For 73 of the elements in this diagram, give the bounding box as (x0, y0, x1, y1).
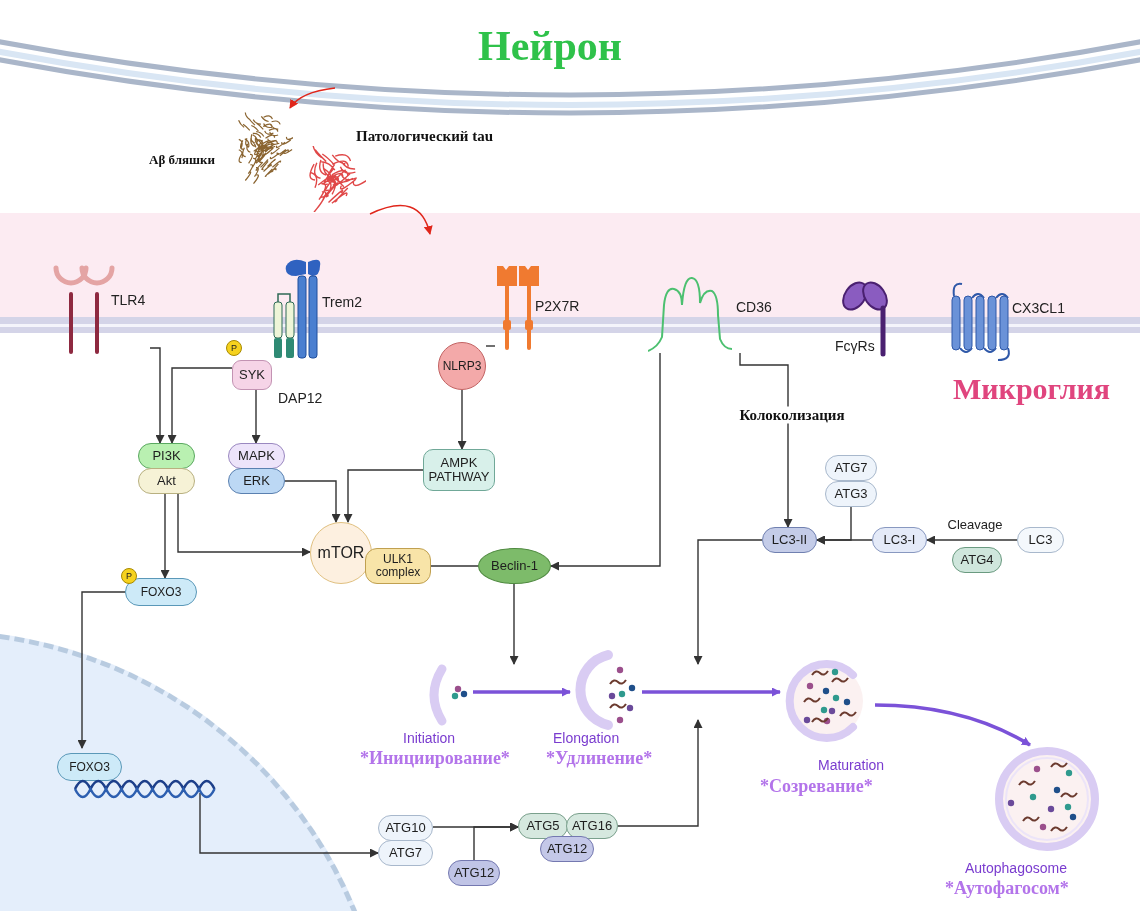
protein-circle: Beclin-1 (478, 548, 551, 584)
protein-pill: ATG3 (825, 481, 877, 507)
arrow (160, 493, 170, 579)
protein-pill: LC3-I (872, 527, 927, 553)
protein-pill: SYK (232, 360, 272, 390)
connector-line (485, 345, 496, 347)
receptor-label: CX3CL1 (1012, 300, 1065, 316)
protein-circle: NLRP3 (438, 342, 486, 390)
stage-caption: *Аутофагосом* (945, 878, 1069, 899)
arrow (251, 389, 261, 444)
receptor-label: P2X7R (535, 298, 580, 314)
receptor-label: Trem2 (322, 294, 362, 310)
arrow (473, 822, 519, 861)
arrow (284, 480, 341, 523)
stage-caption: *Удлинение* (546, 748, 653, 769)
arrow (816, 535, 873, 545)
protein-pill: ATG12 (448, 860, 500, 886)
arrow (77, 591, 126, 749)
receptor-label: FcγRs (835, 338, 875, 354)
arrow (642, 687, 781, 697)
arrow (343, 469, 424, 523)
protein-pill: ULK1 complex (365, 548, 431, 584)
region-title: Нейрон (478, 22, 623, 70)
dna-helix-icon (75, 780, 215, 798)
protein-pill: ATG7 (825, 455, 877, 481)
protein-pill: FOXO3 (125, 578, 197, 606)
protein-pill: ATG4 (952, 547, 1002, 573)
arrow (874, 703, 1031, 747)
protein-pill: ATG5 (518, 813, 568, 839)
protein-label: DAP12 (278, 390, 323, 406)
stage-label: Autophagosome (965, 860, 1067, 876)
protein-pill: ATG12 (540, 836, 594, 862)
arrow (617, 719, 703, 827)
phospho-badge: P (121, 568, 137, 584)
arrow (199, 792, 379, 858)
autophagosome-drawing (993, 745, 1101, 853)
phospho-badge: P (226, 340, 242, 356)
arrow (177, 493, 311, 557)
protein-pill: AMPK PATHWAY (423, 449, 495, 491)
protein-pill: ATG7 (378, 840, 433, 866)
arrow (739, 352, 793, 528)
connector-line (430, 565, 479, 567)
stage-label: Maturation (818, 757, 885, 773)
protein-circle: mTOR (310, 522, 372, 584)
structure-label: Патологический tau (356, 128, 494, 145)
receptor-label: CD36 (736, 299, 772, 315)
arrow (289, 87, 336, 109)
arrow (457, 389, 467, 450)
arrow (926, 535, 1018, 545)
stage-label: Initiation (403, 730, 456, 746)
protein-pill: ERK (228, 468, 285, 494)
stage-caption: *Инициирование* (360, 748, 510, 769)
protein-pill: Akt (138, 468, 195, 494)
protein-pill: ATG16 (566, 813, 618, 839)
protein-pill: PI3K (138, 443, 195, 469)
edge-label: Колоколизация (736, 406, 848, 424)
protein-pill: LC3 (1017, 527, 1064, 553)
stage-caption: *Созревание* (760, 776, 873, 797)
arrow (167, 367, 233, 444)
structure-label: Aβ бляшки (149, 152, 215, 168)
region-title: Микроглия (953, 372, 1111, 406)
arrow (473, 687, 571, 697)
arrow (693, 539, 763, 665)
protein-pill: LC3-II (762, 527, 817, 553)
receptor-label: TLR4 (111, 292, 146, 308)
protein-pill: FOXO3 (57, 753, 122, 781)
stage-label: Elongation (553, 730, 620, 746)
arrow (509, 583, 519, 665)
arrow (149, 347, 165, 444)
arrow (550, 352, 661, 571)
arrow (369, 204, 433, 235)
protein-pill: MAPK (228, 443, 285, 469)
protein-pill: ATG10 (378, 815, 433, 841)
